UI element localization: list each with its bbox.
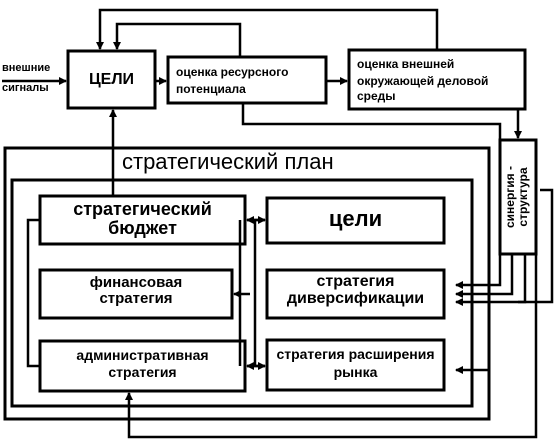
external-signals-line1: внешние: [2, 62, 51, 74]
admin-line2: стратегия: [108, 363, 177, 380]
env-line1: оценка внешней: [357, 57, 455, 71]
synergy-structure-label: синергия - структура: [503, 140, 530, 254]
strategic-plan-title: стратегический план: [118, 150, 338, 173]
financial-strategy-box: [38, 268, 234, 320]
market-line1: стратегия расширения: [276, 346, 435, 362]
divers-line2: диверсификации: [286, 289, 425, 307]
strategic-plan-outer-frame: [3, 146, 491, 421]
resource-potential-label: оценка ресурсного потенциала: [176, 66, 288, 95]
goals-inner-box: [265, 196, 446, 245]
diversification-strategy-box: [265, 268, 446, 320]
resource-line1: оценка ресурсного: [176, 65, 289, 79]
budget-line2: бюджет: [108, 217, 177, 238]
diversification-strategy-label: стратегия диверсификации: [267, 273, 444, 308]
goals-top-box: [66, 49, 157, 110]
synergy-line1: синергия -: [503, 166, 517, 229]
strategic-budget-label: стратегический бюджет: [40, 200, 245, 238]
goals-inner-label: цели: [328, 206, 383, 231]
synergy-line2: структура: [515, 167, 530, 227]
environment-feedback-loop: [96, 8, 439, 50]
administrative-strategy-label: административная стратегия: [40, 348, 245, 379]
admin-line1: административная: [76, 347, 209, 363]
market-expansion-strategy-box: [265, 338, 446, 392]
goals-top-label: ЦЕЛИ: [88, 71, 135, 88]
finance-line2: стратегия: [99, 289, 173, 307]
synergy-to-market-arrow: [518, 254, 527, 304]
divers-line1: стратегия: [316, 273, 395, 290]
resource-feedback-loop: [113, 22, 242, 57]
left-column-bracket: [26, 218, 40, 368]
market-line2: рынка: [333, 363, 378, 380]
external-signals-label: внешние сигналы: [2, 62, 51, 94]
synergy-right-loop: [455, 188, 554, 306]
env-line2: окружающей деловой: [357, 73, 489, 88]
external-environment-label: оценка внешней окружающей деловой среды: [357, 58, 488, 103]
market-expansion-strategy-label: стратегия расширения рынка: [267, 347, 444, 379]
synergy-to-diversification-arrow: [455, 254, 514, 298]
budget-line1: стратегический: [73, 199, 212, 219]
resource-to-plan-line: [241, 103, 502, 289]
finance-line1: финансовая: [89, 274, 183, 291]
external-signals-line2: сигналы: [2, 81, 49, 94]
financial-strategy-label: финансовая стратегия: [40, 275, 232, 307]
resource-line2: потенциала: [176, 81, 246, 96]
bottom-feedback-loop: [125, 254, 538, 439]
env-line3: среды: [357, 89, 396, 104]
